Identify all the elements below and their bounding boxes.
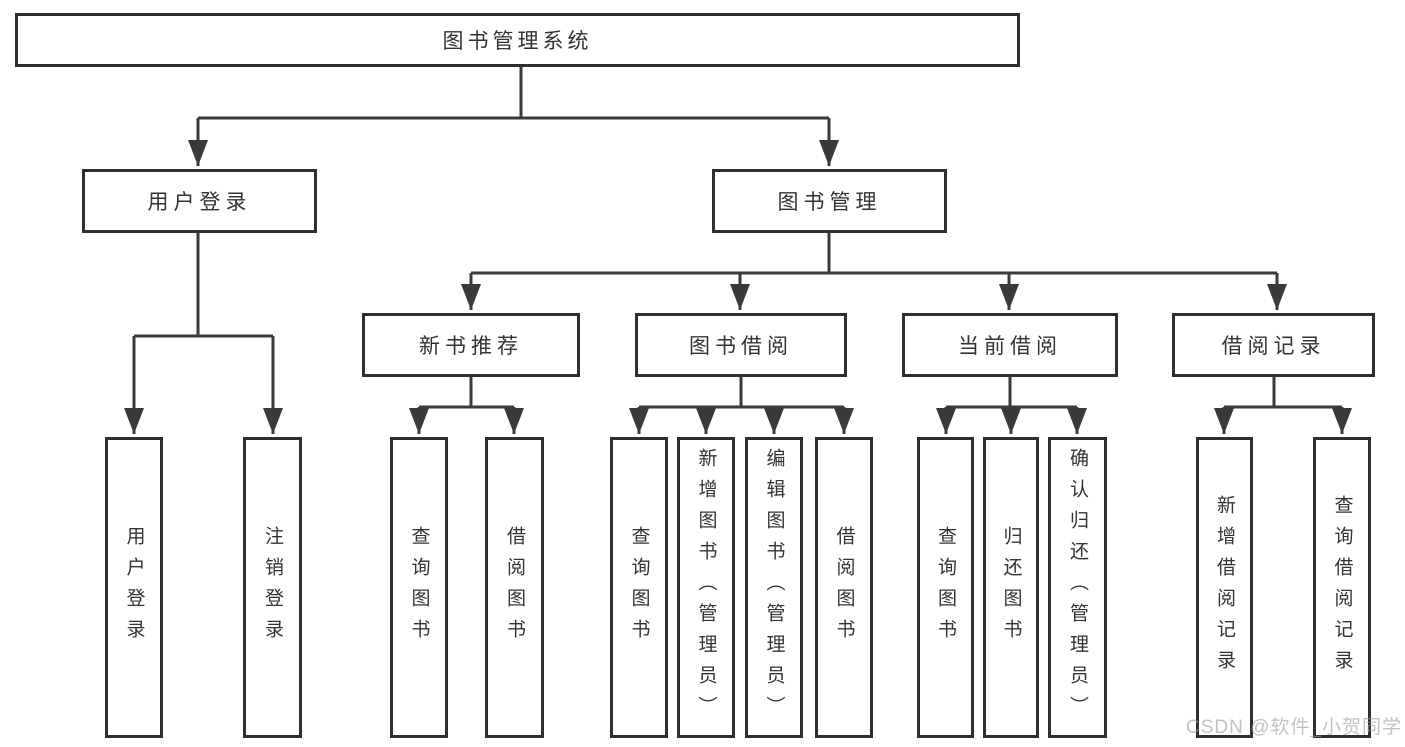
node-current-borrowing: 当前借阅 bbox=[902, 313, 1118, 377]
node-user-login: 用户登录 bbox=[82, 169, 317, 233]
watermark: CSDN @软件_小贺同学 bbox=[1186, 717, 1402, 738]
node-book-borrowing-label: 图书借阅 bbox=[689, 335, 793, 358]
leaf-query-books-borrowing: 查询图书 bbox=[610, 437, 668, 738]
node-borrowing-records-label: 借阅记录 bbox=[1221, 335, 1326, 358]
leaf-edit-book-admin: 编辑图书（管理员） bbox=[745, 437, 803, 738]
leaf-query-books-recommend-label: 查询图书 bbox=[408, 525, 430, 650]
node-root-label: 图书管理系统 bbox=[442, 30, 593, 53]
leaf-user-login-label: 用户登录 bbox=[123, 525, 145, 650]
node-new-book-recommend-label: 新书推荐 bbox=[419, 335, 523, 358]
leaf-query-borrow-record-label: 查询借阅记录 bbox=[1331, 494, 1353, 681]
leaf-query-books-recommend: 查询图书 bbox=[390, 437, 448, 738]
leaf-query-books-borrowing-label: 查询图书 bbox=[628, 525, 650, 650]
leaf-confirm-return-admin-label: 确认归还（管理员） bbox=[1067, 448, 1088, 727]
node-current-borrowing-label: 当前借阅 bbox=[958, 335, 1062, 358]
node-new-book-recommend: 新书推荐 bbox=[362, 313, 580, 377]
leaf-logout-label: 注销登录 bbox=[262, 525, 283, 650]
node-root: 图书管理系统 bbox=[15, 13, 1020, 67]
node-borrowing-records: 借阅记录 bbox=[1172, 313, 1375, 377]
node-book-borrowing: 图书借阅 bbox=[635, 313, 847, 377]
leaf-return-books: 归还图书 bbox=[983, 437, 1039, 738]
leaf-query-books-current: 查询图书 bbox=[917, 437, 974, 738]
leaf-borrow-books-recommend-label: 借阅图书 bbox=[504, 525, 525, 650]
leaf-borrow-books-borrowing: 借阅图书 bbox=[815, 437, 873, 738]
node-book-management-label: 图书管理 bbox=[777, 191, 882, 214]
node-user-login-label: 用户登录 bbox=[147, 191, 252, 214]
node-book-management: 图书管理 bbox=[712, 169, 947, 233]
leaf-edit-book-admin-label: 编辑图书（管理员） bbox=[763, 448, 785, 727]
leaf-add-book-admin-label: 新增图书（管理员） bbox=[695, 448, 717, 727]
leaf-logout: 注销登录 bbox=[243, 437, 302, 738]
leaf-query-books-current-label: 查询图书 bbox=[935, 525, 956, 650]
leaf-borrow-books-borrowing-label: 借阅图书 bbox=[833, 525, 855, 650]
leaf-query-borrow-record: 查询借阅记录 bbox=[1313, 437, 1371, 738]
leaf-add-book-admin: 新增图书（管理员） bbox=[677, 437, 735, 738]
leaf-borrow-books-recommend: 借阅图书 bbox=[485, 437, 544, 738]
leaf-add-borrow-record-label: 新增借阅记录 bbox=[1214, 494, 1235, 681]
leaf-add-borrow-record: 新增借阅记录 bbox=[1196, 437, 1253, 738]
leaf-user-login: 用户登录 bbox=[105, 437, 163, 738]
leaf-return-books-label: 归还图书 bbox=[1000, 525, 1022, 650]
leaf-confirm-return-admin: 确认归还（管理员） bbox=[1048, 437, 1107, 738]
